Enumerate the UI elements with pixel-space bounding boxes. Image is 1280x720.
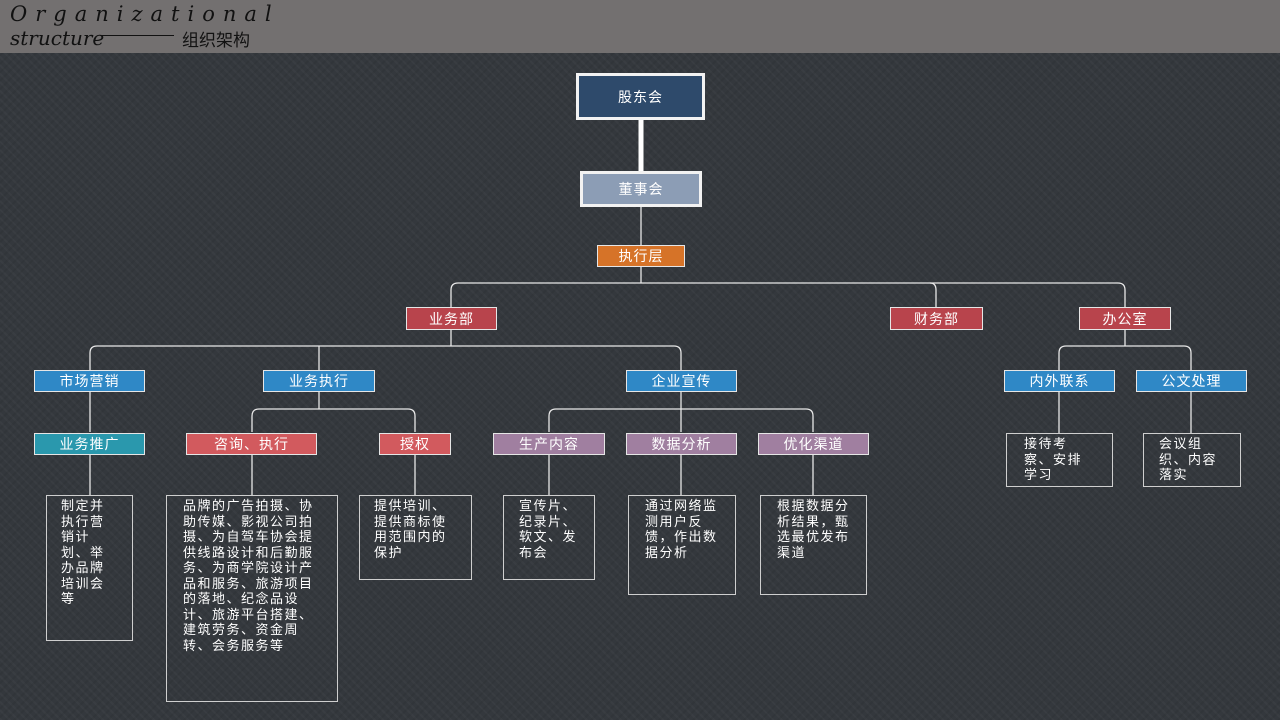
node-corporate-pr: 企业宣传 bbox=[626, 370, 737, 392]
desc-channel-opt: 根据数据分析结果，甄选最优发布渠道 bbox=[760, 495, 867, 595]
desc-production: 宣传片、纪录片、软文、发布会 bbox=[503, 495, 595, 580]
desc-documents: 会议组织、内容落实 bbox=[1143, 433, 1241, 487]
title-english-line2: structure bbox=[10, 26, 105, 50]
node-data-analysis: 数据分析 bbox=[626, 433, 737, 455]
title-english-line1: Organizational bbox=[10, 2, 280, 26]
node-marketing: 市场营销 bbox=[34, 370, 145, 392]
node-liaison: 内外联系 bbox=[1004, 370, 1115, 392]
node-documents: 公文处理 bbox=[1136, 370, 1247, 392]
desc-liaison: 接待考察、安排学习 bbox=[1006, 433, 1113, 487]
node-business-dept: 业务部 bbox=[406, 307, 497, 330]
title-chinese: 组织架构 bbox=[182, 31, 250, 51]
node-authorization: 授权 bbox=[379, 433, 451, 455]
node-channel-opt: 优化渠道 bbox=[758, 433, 869, 455]
desc-data-analysis: 通过网络监测用户反馈，作出数据分析 bbox=[628, 495, 736, 595]
node-board: 董事会 bbox=[580, 171, 702, 207]
node-promotion: 业务推广 bbox=[34, 433, 145, 455]
desc-promotion: 制定并执行营销计划、举办品牌培训会等 bbox=[46, 495, 133, 641]
node-business-exec: 业务执行 bbox=[263, 370, 375, 392]
node-executive: 执行层 bbox=[597, 245, 685, 267]
node-consult-exec: 咨询、执行 bbox=[186, 433, 317, 455]
desc-consult-exec: 品牌的广告拍摄、协助传媒、影视公司拍摄、为自驾车协会提供线路设计和后勤服务、为商… bbox=[166, 495, 338, 702]
title-divider bbox=[100, 35, 174, 36]
node-finance-dept: 财务部 bbox=[890, 307, 983, 330]
node-office: 办公室 bbox=[1079, 307, 1171, 330]
node-shareholders: 股东会 bbox=[576, 73, 705, 120]
desc-authorization: 提供培训、提供商标使用范围内的保护 bbox=[359, 495, 472, 580]
node-production: 生产内容 bbox=[493, 433, 605, 455]
header-bar: Organizational structure 组织架构 bbox=[0, 0, 1280, 53]
